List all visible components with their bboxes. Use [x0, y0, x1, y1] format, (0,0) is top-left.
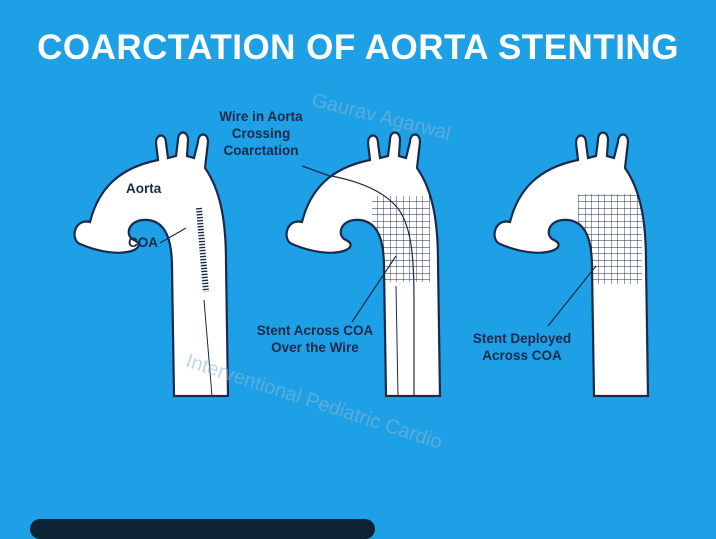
label-stent-deployed: Stent Deployed Across COA [472, 331, 572, 363]
label-stent-over-wire: Stent Across COA Over the Wire [256, 323, 374, 355]
panel-native-aorta [73, 131, 230, 398]
page-title: COARCTATION OF AORTA STENTING [37, 28, 679, 67]
bottom-bar [30, 519, 375, 539]
coa-pointer [159, 227, 187, 244]
label-coa: COA [128, 235, 158, 250]
stent-pointer-2 [351, 255, 397, 323]
coarctation-marks [196, 207, 209, 293]
stent-mesh-2 [372, 196, 430, 282]
wire-trace-2 [395, 285, 399, 396]
wire-pointer [301, 165, 331, 177]
wire-trace-1 [203, 299, 213, 397]
guide-wire [299, 169, 415, 396]
stent-pointer-3 [547, 265, 597, 327]
label-aorta: Aorta [126, 181, 162, 196]
label-wire: Wire in Aorta Crossing Coarctation [219, 109, 303, 158]
infographic: COARCTATION OF AORTA STENTING [30, 28, 679, 539]
aorta-diagram [73, 131, 650, 398]
panel-stent-over-wire [285, 131, 442, 398]
